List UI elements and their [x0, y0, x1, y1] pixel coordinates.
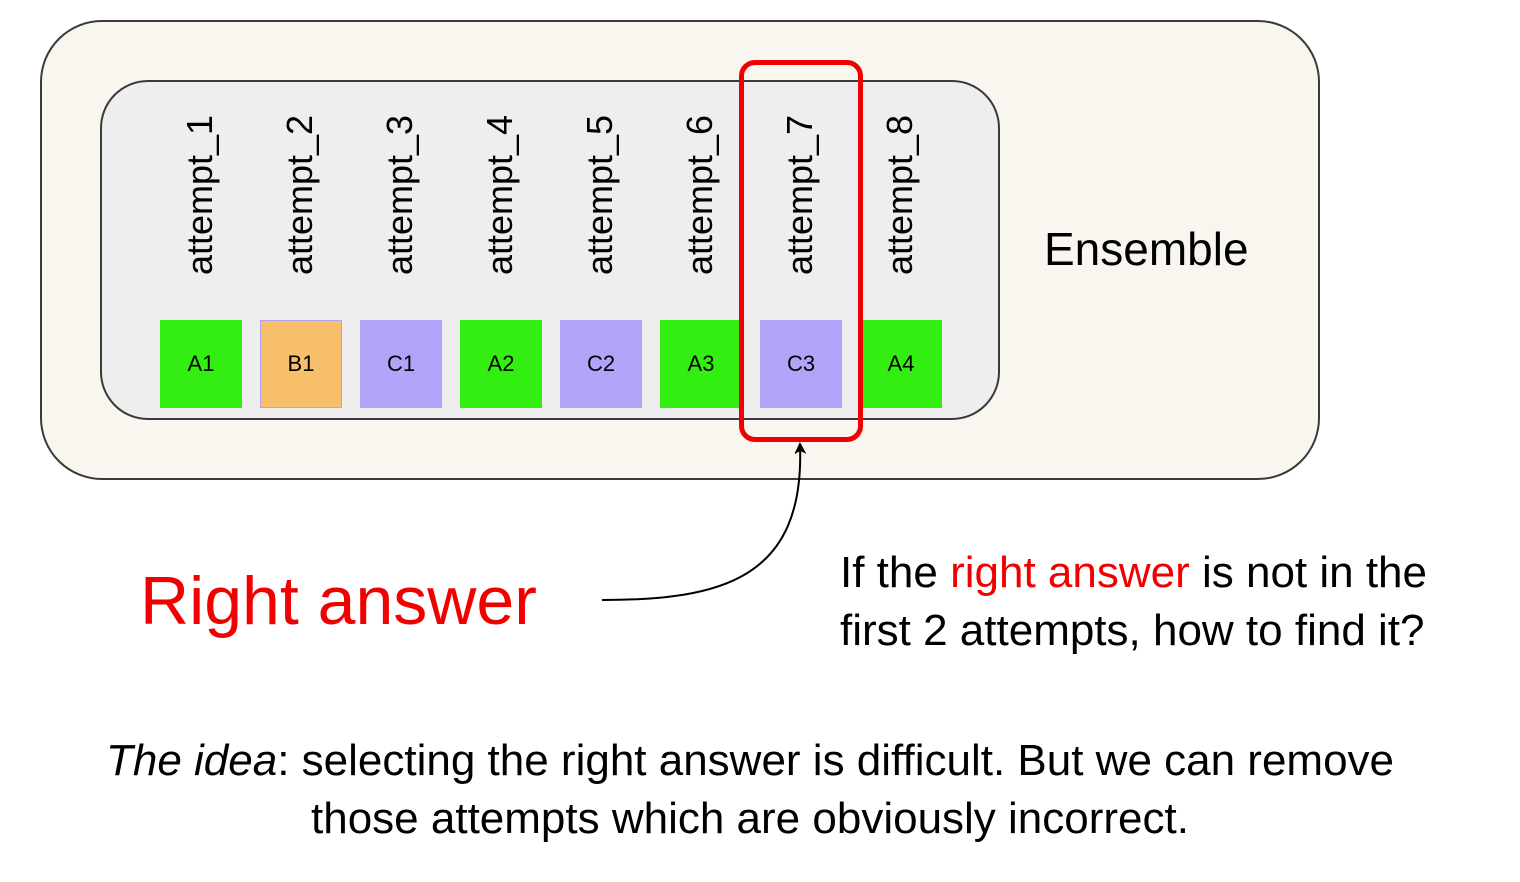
attempt-label-3: attempt_3 [365, 100, 435, 290]
answer-box-c1: C1 [360, 320, 442, 408]
answer-box-a3: A3 [660, 320, 742, 408]
right-answer-label: Right answer [140, 563, 537, 639]
attempt-label-text: attempt_8 [879, 114, 920, 276]
answer-box-c3: C3 [760, 320, 842, 408]
idea-text: The idea: selecting the right answer is … [0, 732, 1500, 848]
answer-box-a1: A1 [160, 320, 242, 408]
attempt-label-text: attempt_4 [479, 114, 520, 276]
answer-box-a4: A4 [860, 320, 942, 408]
attempt-label-text: attempt_3 [379, 114, 420, 276]
attempt-label-1: attempt_1 [165, 100, 235, 290]
attempt-label-text: attempt_1 [179, 114, 220, 276]
attempt-label-2: attempt_2 [265, 100, 335, 290]
attempt-label-text: attempt_5 [579, 114, 620, 276]
question-text: If the right answer is not in the first … [840, 544, 1427, 660]
answer-box-c2: C2 [560, 320, 642, 408]
attempt-label-6: attempt_6 [665, 100, 735, 290]
attempt-label-4: attempt_4 [465, 100, 535, 290]
question-line-1: If the right answer is not in the [840, 544, 1427, 602]
idea-line1-rest: : selecting the right answer is difficul… [277, 736, 1395, 785]
answer-box-a2: A2 [460, 320, 542, 408]
question-prefix: If the [840, 548, 951, 597]
attempt-label-text: attempt_2 [279, 114, 320, 276]
question-line-2: first 2 attempts, how to find it? [840, 606, 1425, 655]
question-line1-suffix: is not in the [1189, 548, 1428, 597]
idea-line-2: those attempts which are obviously incor… [311, 794, 1189, 843]
question-highlight: right answer [950, 548, 1190, 597]
attempt-label-5: attempt_5 [565, 100, 635, 290]
attempt-label-text: attempt_6 [679, 114, 720, 276]
attempts-inner-box [100, 80, 1000, 420]
attempt-label-8: attempt_8 [865, 100, 935, 290]
highlight-attempt-7-frame [739, 60, 863, 442]
answer-box-b1: B1 [260, 320, 342, 408]
idea-line-1: The idea: selecting the right answer is … [0, 732, 1500, 790]
ensemble-label: Ensemble [1044, 223, 1249, 275]
idea-lead: The idea [105, 736, 278, 785]
